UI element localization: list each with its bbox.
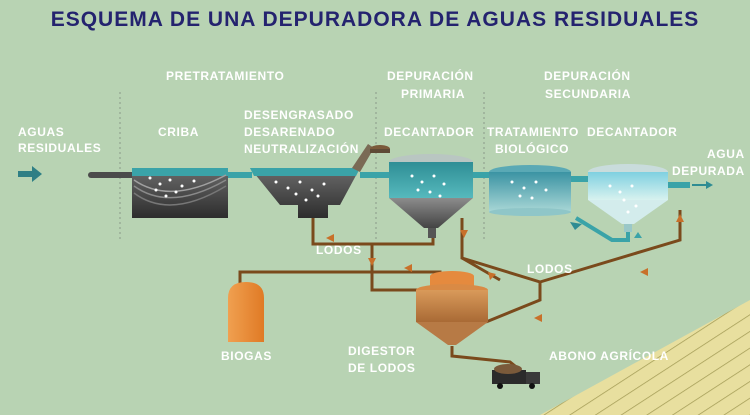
stage-primaria-line1: DEPURACIÓN bbox=[387, 69, 474, 83]
flow-arrow-icon bbox=[488, 272, 496, 280]
sand-conveyor bbox=[352, 144, 374, 172]
label-desengrasado-line2: DESARENADO bbox=[244, 125, 336, 139]
stage-primaria-line2: PRIMARIA bbox=[401, 87, 466, 101]
floc-particles bbox=[148, 174, 638, 214]
flow-arrow-icon bbox=[368, 258, 376, 266]
flow-arrows bbox=[326, 214, 684, 322]
label-digestor-line2: DE LODOS bbox=[348, 361, 416, 375]
tratamiento-biologico-tank bbox=[489, 165, 571, 216]
digestor-tank bbox=[416, 271, 488, 345]
flow-arrow-icon bbox=[534, 314, 542, 322]
label-tratamiento-line1: TRATAMIENTO bbox=[487, 125, 579, 139]
up-arrow-icon bbox=[634, 232, 642, 238]
return-arrow-icon bbox=[570, 222, 582, 230]
truck-icon bbox=[492, 364, 540, 389]
label-lodos-1: LODOS bbox=[316, 243, 362, 257]
stage-secundaria-line2: SECUNDARIA bbox=[545, 87, 632, 101]
agricultural-field bbox=[540, 300, 750, 415]
stage-secundaria-line1: DEPURACIÓN bbox=[544, 69, 631, 83]
decantador-primario bbox=[389, 154, 473, 238]
label-digestor-line1: DIGESTOR bbox=[348, 344, 416, 358]
label-aguas-line2: RESIDUALES bbox=[18, 141, 102, 155]
label-tratamiento-line2: BIOLÓGICO bbox=[495, 142, 570, 156]
flow-arrow-icon bbox=[404, 264, 412, 272]
inlet-arrow-icon bbox=[18, 166, 42, 182]
label-abono: ABONO AGRÍCOLA bbox=[549, 349, 669, 363]
label-decantador-primario: DECANTADOR bbox=[384, 125, 475, 139]
label-criba: CRIBA bbox=[158, 125, 199, 139]
pipe-to-decantador bbox=[360, 172, 394, 178]
label-desengrasado-line3: NEUTRALIZACIÓN bbox=[244, 142, 360, 156]
label-biogas: BIOGAS bbox=[221, 349, 272, 363]
biogas-tank bbox=[228, 282, 264, 342]
criba-tank bbox=[132, 168, 228, 218]
label-decantador-secundario: DECANTADOR bbox=[587, 125, 678, 139]
flow-arrow-icon bbox=[326, 234, 334, 242]
flow-arrow-icon bbox=[460, 230, 468, 238]
pipe-to-bio bbox=[473, 172, 491, 178]
outlet-pipe bbox=[668, 182, 690, 188]
label-lodos-2: LODOS bbox=[527, 262, 573, 276]
return-sludge-pipe bbox=[574, 216, 630, 242]
label-desengrasado-line1: DESENGRASADO bbox=[244, 108, 354, 122]
flow-arrow-icon bbox=[640, 268, 648, 276]
inlet-pipe bbox=[88, 172, 136, 178]
page-title: ESQUEMA DE UNA DEPURADORA DE AGUAS RESID… bbox=[50, 8, 700, 31]
decantador-secundario bbox=[588, 164, 668, 232]
label-agua-depurada-line1: AGUA bbox=[707, 147, 745, 161]
label-agua-depurada-line2: DEPURADA bbox=[672, 164, 745, 178]
stage-pretratamiento: PRETRATAMIENTO bbox=[166, 69, 285, 83]
flow-arrow-icon bbox=[676, 214, 684, 222]
pipe-criba-desengrasado bbox=[228, 172, 252, 178]
desengrasado-tank bbox=[250, 168, 360, 218]
pipe-to-decantador-2 bbox=[571, 176, 589, 182]
label-aguas-line1: AGUAS bbox=[18, 125, 65, 139]
outlet-arrow-icon bbox=[692, 181, 713, 189]
